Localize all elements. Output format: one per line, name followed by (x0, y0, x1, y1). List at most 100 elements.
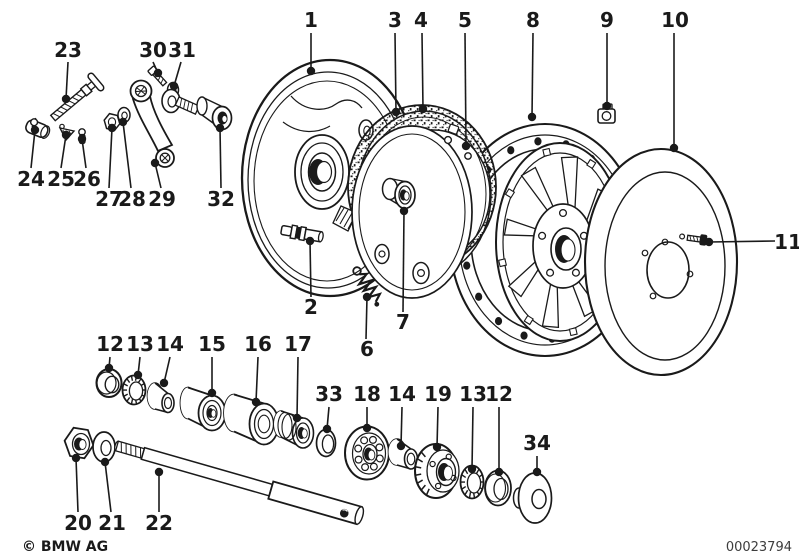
tooth (464, 489, 469, 495)
tooth (464, 469, 469, 475)
callout-29: 29 (148, 158, 176, 211)
callout-7: 7 (396, 206, 410, 334)
callout-34: 34 (523, 431, 551, 477)
leader-dot (292, 413, 302, 423)
callout-13: 13 (126, 332, 154, 380)
leader-dot (118, 117, 128, 127)
lock-washer-teeth (460, 466, 483, 498)
rib (416, 458, 424, 463)
callout-number: 32 (207, 187, 235, 211)
callout-number: 18 (353, 382, 381, 406)
part-wheel-disc (583, 147, 739, 377)
part-brake-camshaft (161, 88, 233, 131)
callout-31: 31 (168, 38, 196, 91)
callout-14: 14 (156, 332, 184, 388)
callout-number: 27 (95, 187, 123, 211)
hub-tab (498, 258, 508, 268)
tooth (126, 397, 131, 402)
shoe-post (464, 152, 472, 160)
bearing-ball (361, 463, 370, 472)
leader-line (65, 61, 69, 100)
callout-number: 23 (54, 38, 82, 62)
bore-hole (210, 409, 217, 418)
leader-dot (104, 363, 114, 373)
callout-number: 25 (47, 167, 75, 191)
callout-32: 32 (207, 123, 235, 211)
lower-tab (412, 261, 430, 285)
callout-14-2: 14 (388, 382, 416, 451)
callout-30: 30 (139, 38, 167, 78)
leader-line (30, 129, 36, 169)
leader-line (108, 127, 113, 189)
leader-line (163, 356, 171, 384)
leader-dot (669, 143, 679, 153)
leader-line (122, 121, 132, 189)
rim-hole (463, 261, 471, 270)
bearing-ball (354, 444, 363, 453)
rib (420, 451, 426, 458)
rim-hole (520, 331, 528, 340)
callout-33: 33 (315, 382, 343, 434)
callout-20: 20 (64, 453, 92, 535)
rib (425, 488, 430, 496)
callout-number: 31 (168, 38, 196, 62)
rim-hole (494, 316, 503, 326)
callout-number: 9 (600, 8, 614, 32)
part-washer (92, 431, 116, 463)
leader-dot (527, 112, 537, 122)
leader-line (219, 127, 222, 189)
callout-13-2: 13 (459, 382, 487, 474)
document-number: 00023794 (726, 540, 792, 555)
callout-12: 12 (96, 332, 124, 373)
rim-hole (534, 137, 542, 146)
rim-hole (475, 292, 483, 301)
callout-12-2: 12 (485, 382, 513, 477)
leader-line (531, 32, 534, 118)
leader-dot (305, 236, 315, 246)
callout-number: 13 (459, 382, 487, 406)
callout-number: 10 (661, 8, 689, 32)
bearing-balls (354, 435, 384, 472)
leader-dot (61, 94, 71, 104)
callout-24: 24 (17, 125, 45, 191)
leader-line (402, 210, 405, 313)
part-spacer-bushing (387, 438, 419, 470)
part-lock-washer (121, 374, 147, 406)
hub-tab (568, 327, 578, 337)
callout-number: 4 (414, 8, 428, 32)
callout-number: 8 (526, 8, 540, 32)
tooth (475, 469, 480, 475)
cylinder-front-face (161, 392, 175, 414)
leader-line (471, 406, 474, 470)
part-axle-shaft (113, 440, 365, 526)
leader-line (309, 240, 312, 298)
callout-21: 21 (98, 457, 126, 535)
leader-dot (532, 467, 542, 477)
flange-hole (434, 482, 442, 490)
leader-line (421, 32, 424, 110)
leader-dot (322, 424, 332, 434)
brake-carrier-plate (351, 125, 473, 299)
callout-number: 3 (388, 8, 402, 32)
bearing-ball (368, 435, 377, 444)
callout-number: 33 (315, 382, 343, 406)
part-stepped-sleeve (273, 410, 315, 449)
callout-number: 34 (523, 431, 551, 455)
callout-9: 9 (600, 8, 614, 111)
leader-line (296, 356, 299, 419)
flange-hole (546, 268, 555, 277)
leader-dot (133, 370, 143, 380)
flange-hole (429, 460, 436, 468)
leader-dot (159, 378, 169, 388)
hub-flange-holes (538, 208, 588, 277)
callout-17: 17 (284, 332, 312, 423)
part-axle-nut (63, 426, 95, 460)
tooth (461, 485, 467, 490)
flange-hole (558, 208, 568, 218)
leader-line (365, 296, 368, 340)
leader-dot (391, 107, 401, 117)
rim-hole (507, 146, 515, 155)
rib (416, 479, 424, 484)
leader-dot (71, 453, 81, 463)
